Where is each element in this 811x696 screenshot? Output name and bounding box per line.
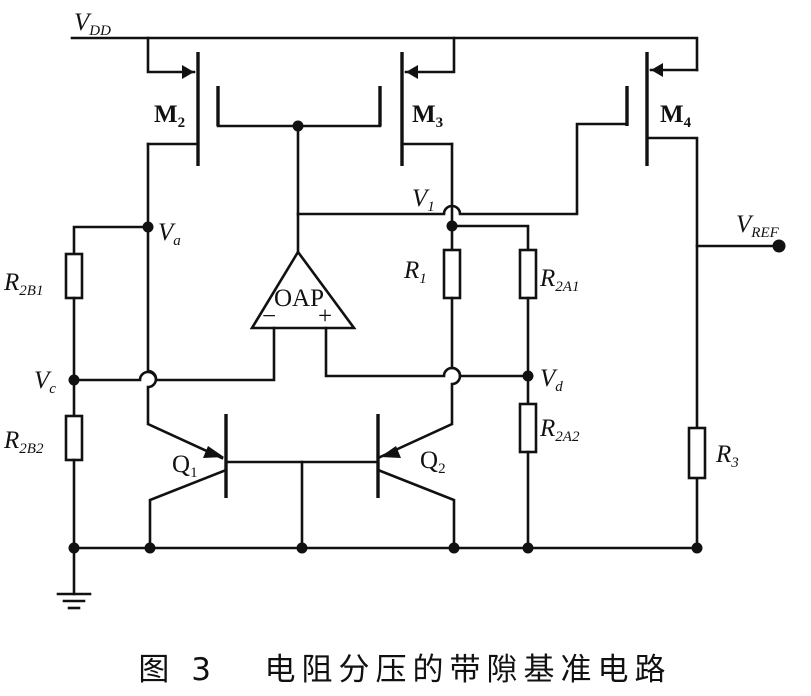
label-vc: Vc bbox=[34, 367, 56, 397]
label-vd: Vd bbox=[540, 365, 563, 395]
label-m3: M3 bbox=[412, 101, 443, 131]
labels: VDD M2 M3 M4 V1 Va Vc Vd VREF R2B1 R2B2 … bbox=[3, 9, 780, 481]
q1-arrow-icon bbox=[203, 446, 224, 458]
figure-caption: 图 3 电阻分压的带隙基准电路 bbox=[138, 652, 671, 688]
label-r1: R1 bbox=[403, 257, 427, 287]
junction-nodes bbox=[68, 120, 786, 554]
transistor-m3 bbox=[378, 52, 454, 166]
transistor-q2 bbox=[300, 414, 456, 550]
label-vdd: VDD bbox=[74, 9, 111, 39]
label-va: Va bbox=[158, 219, 181, 249]
label-m4: M4 bbox=[660, 101, 692, 131]
resistor-r1 bbox=[442, 248, 462, 300]
label-r2a1: R2A1 bbox=[539, 265, 579, 295]
label-r2a2: R2A2 bbox=[539, 415, 580, 445]
m4-arrow-icon bbox=[651, 63, 663, 77]
label-r2b2: R2B2 bbox=[3, 427, 44, 457]
label-r3: R3 bbox=[715, 441, 739, 471]
resistor-r2b1 bbox=[64, 252, 84, 300]
label-m2: M2 bbox=[154, 101, 185, 131]
label-oap: OAP bbox=[274, 285, 324, 312]
right-branch bbox=[324, 142, 538, 550]
resistor-r2a1 bbox=[518, 248, 538, 300]
transistor-q1 bbox=[148, 414, 380, 550]
label-q2: Q2 bbox=[420, 447, 446, 477]
label-q1: Q1 bbox=[172, 451, 198, 481]
q2-arrow-icon bbox=[380, 446, 401, 458]
label-oap-plus: + bbox=[318, 303, 332, 330]
vref-terminal-icon bbox=[772, 239, 786, 253]
label-vref: VREF bbox=[736, 211, 780, 241]
label-oap-minus: − bbox=[262, 303, 276, 330]
resistor-r3 bbox=[687, 426, 707, 480]
label-v1: V1 bbox=[412, 185, 435, 215]
transistor-m2 bbox=[146, 52, 382, 166]
ground-bus bbox=[56, 546, 699, 610]
opamp-oap bbox=[249, 249, 357, 330]
transistor-m4 bbox=[575, 52, 699, 544]
left-branch bbox=[64, 142, 276, 596]
m2-arrow-icon bbox=[182, 65, 194, 79]
label-r2b1: R2B1 bbox=[3, 269, 43, 299]
resistor-r2b2 bbox=[64, 414, 84, 462]
m3-arrow-icon bbox=[406, 65, 418, 79]
vdd-rail bbox=[70, 36, 699, 74]
resistor-r2a2 bbox=[518, 402, 538, 454]
